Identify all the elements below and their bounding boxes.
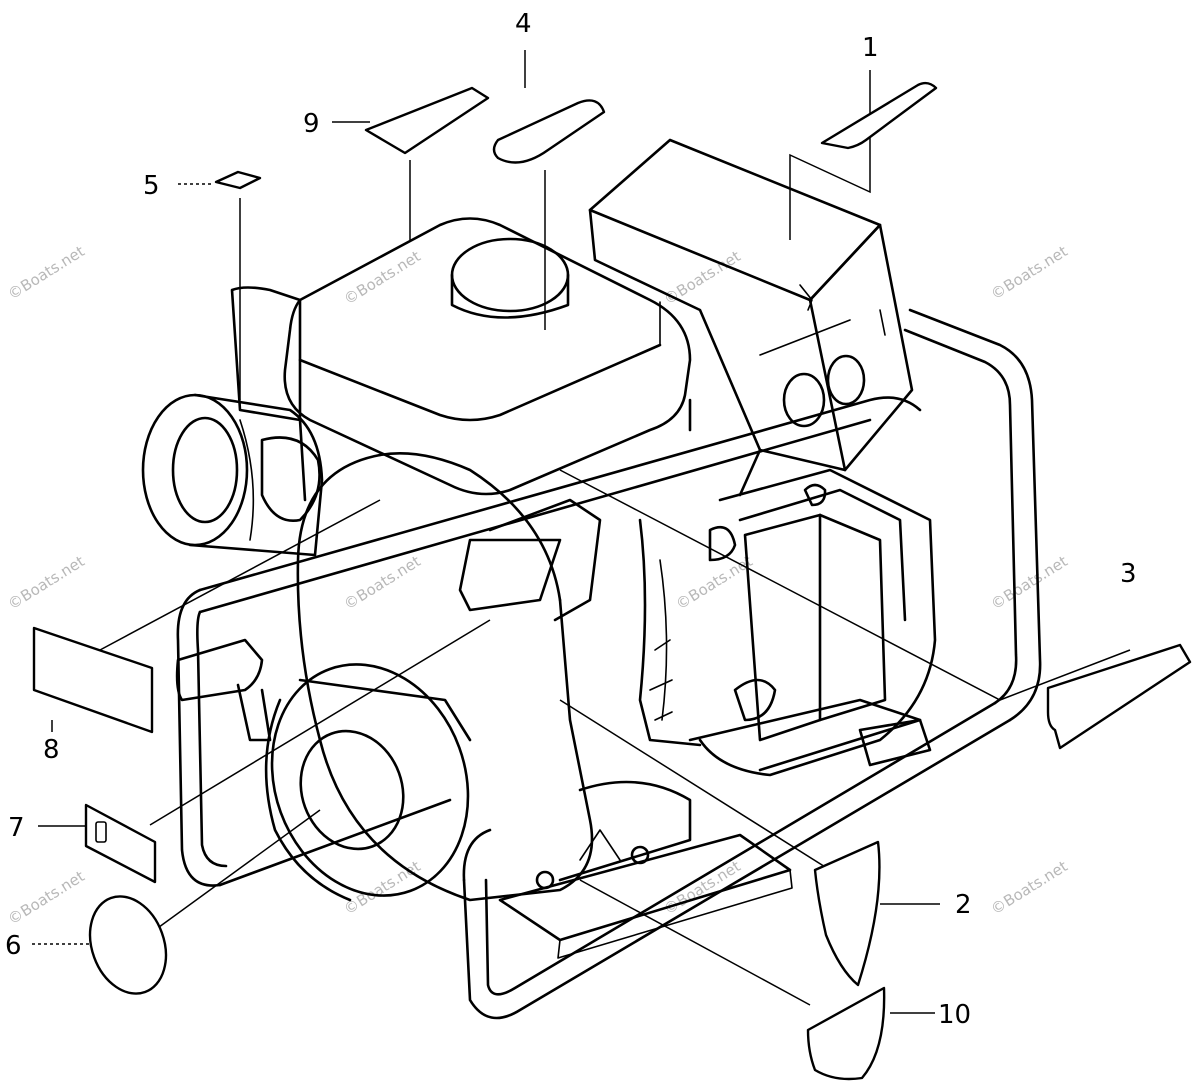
callout-8: 8 [43, 735, 60, 765]
watermarks: ©Boats.net ©Boats.net ©Boats.net ©Boats.… [5, 242, 1071, 928]
fuel-tank [283, 217, 692, 502]
label-7-icon [95, 821, 107, 843]
label-7 [84, 803, 157, 884]
label-6 [88, 895, 168, 995]
watermark: ©Boats.net [341, 552, 424, 613]
watermark: ©Boats.net [5, 552, 88, 613]
watermark: ©Boats.net [988, 552, 1071, 613]
leader-lines [32, 50, 1131, 1014]
callout-3: 3 [1120, 559, 1137, 589]
engine-block [458, 468, 937, 777]
callout-10: 10 [938, 1000, 971, 1030]
callout-4: 4 [515, 9, 532, 39]
control-box [588, 138, 914, 497]
pump-frame [176, 308, 1042, 1020]
watermark: ©Boats.net [988, 857, 1071, 918]
label-10 [806, 986, 886, 1081]
watermark: ©Boats.net [673, 552, 756, 613]
pump-casing [141, 286, 692, 902]
labels [32, 81, 1192, 1081]
label-9 [364, 86, 490, 155]
callout-6: 6 [5, 931, 22, 961]
callout-5: 5 [143, 171, 160, 201]
label-5 [214, 170, 262, 190]
watermark: ©Boats.net [341, 857, 424, 918]
callout-7: 7 [8, 813, 25, 843]
callout-numbers: 1 2 3 4 5 6 7 8 9 10 [5, 9, 1137, 1030]
label-4 [492, 99, 606, 164]
label-3 [1046, 643, 1192, 750]
callout-2: 2 [955, 890, 972, 920]
label-1 [820, 81, 938, 150]
callout-9: 9 [303, 109, 320, 139]
label-8 [32, 626, 154, 734]
watermark: ©Boats.net [988, 242, 1071, 303]
watermark: ©Boats.net [5, 867, 88, 928]
watermark: ©Boats.net [5, 242, 88, 303]
callout-1: 1 [862, 33, 879, 63]
label-2 [813, 840, 881, 987]
